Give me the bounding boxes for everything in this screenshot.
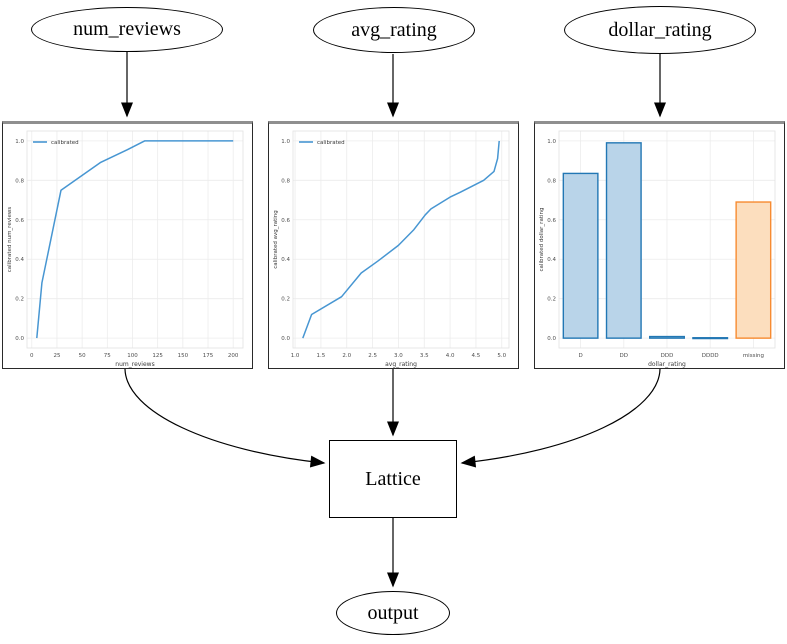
- node-lattice-label: Lattice: [365, 467, 421, 490]
- legend-label: calibrated: [317, 140, 345, 146]
- node-avg-rating: avg_rating: [313, 7, 475, 53]
- edge-calibrated-dollar-rating-to-lattice: [460, 368, 661, 468]
- legend-label: calibrated: [51, 140, 79, 146]
- x-tick-label: 3.0: [394, 353, 403, 359]
- y-tick-label: 1.0: [281, 139, 290, 145]
- y-axis-label: calibrated dollar_rating: [539, 208, 545, 272]
- calibration-plot-avg-rating: 0.0 0.2 0.4 0.6 0.8 1.0 1.0 1.5 2.0 2.5 3.0 3.5 4.0 4…: [268, 121, 519, 369]
- node-output: output: [336, 591, 450, 635]
- x-tick-label: 200: [228, 353, 239, 359]
- y-tick-label: 0.6: [15, 218, 24, 224]
- num-reviews-calibration-chart: 0.0 0.2 0.4 0.6 0.8 1.0 0 25 50 75 100 125 150 175 200…: [3, 124, 252, 368]
- series-line-calibrated: [36, 140, 234, 339]
- edge-calibrated-num-reviews-to-lattice: [124, 368, 326, 468]
- x-tick-label: 50: [79, 353, 86, 359]
- series-line-calibrated: [302, 140, 500, 339]
- bar-DD: [605, 142, 642, 339]
- x-tick-label: 4.5: [472, 353, 481, 359]
- x-tick-label: D: [578, 353, 582, 359]
- y-tick-label: 0.2: [547, 297, 556, 303]
- x-tick-label: 0: [30, 353, 34, 359]
- calibration-plot-num-reviews: 0.0 0.2 0.4 0.6 0.8 1.0 0 25 50 75 100 125 150 175 200…: [2, 121, 253, 369]
- x-tick-label: missing: [743, 353, 764, 359]
- bar-missing: [735, 201, 772, 339]
- x-tick-label: 125: [152, 353, 163, 359]
- x-tick-label: DD: [620, 353, 628, 359]
- x-axis-label: dollar_rating: [648, 361, 686, 368]
- x-tick-label: 175: [203, 353, 214, 359]
- bar-DDD: [649, 335, 685, 339]
- y-tick-label: 0.0: [15, 336, 24, 342]
- node-lattice: Lattice: [329, 440, 457, 518]
- x-tick-label: DDDD: [702, 353, 719, 359]
- y-tick-label: 0.8: [15, 178, 24, 184]
- axes-frame: [558, 130, 776, 349]
- y-tick-label: 0.2: [15, 297, 24, 303]
- y-tick-label: 0.6: [281, 218, 290, 224]
- node-num-reviews: num_reviews: [31, 7, 223, 52]
- x-tick-label: 75: [104, 353, 111, 359]
- x-axis-label: avg_rating: [385, 361, 417, 368]
- bar-D: [562, 172, 599, 339]
- x-tick-label: 1.0: [291, 353, 300, 359]
- x-tick-label: DDD: [661, 353, 674, 359]
- y-tick-label: 1.0: [547, 139, 556, 145]
- y-tick-label: 1.0: [15, 139, 24, 145]
- y-tick-label: 0.4: [15, 257, 24, 263]
- y-axis-label: calibrated num_reviews: [7, 207, 13, 273]
- x-tick-label: 5.0: [497, 353, 506, 359]
- y-tick-label: 0.6: [547, 218, 556, 224]
- bar-DDDD: [692, 337, 729, 340]
- x-tick-label: 150: [178, 353, 189, 359]
- y-tick-label: 0.8: [547, 178, 556, 184]
- x-tick-label: 3.5: [420, 353, 429, 359]
- y-tick-label: 0.8: [281, 178, 290, 184]
- x-tick-label: 1.5: [317, 353, 326, 359]
- x-tick-label: 25: [53, 353, 60, 359]
- x-tick-label: 100: [127, 353, 138, 359]
- x-axis-label: num_reviews: [115, 361, 154, 368]
- y-tick-label: 0.4: [281, 257, 290, 263]
- y-tick-label: 0.2: [281, 297, 290, 303]
- x-tick-label: 4.0: [446, 353, 455, 359]
- node-num-reviews-label: num_reviews: [73, 18, 181, 40]
- axes-frame: [292, 130, 510, 349]
- x-tick-label: 2.5: [368, 353, 377, 359]
- avg-rating-calibration-chart: 0.0 0.2 0.4 0.6 0.8 1.0 1.0 1.5 2.0 2.5 3.0 3.5 4.0 4…: [269, 124, 518, 368]
- node-output-label: output: [367, 601, 419, 624]
- y-tick-label: 0.0: [281, 336, 290, 342]
- axes-frame: [26, 130, 244, 349]
- y-tick-label: 0.0: [547, 336, 556, 342]
- node-dollar-rating-label: dollar_rating: [608, 18, 712, 41]
- x-tick-label: 2.0: [342, 353, 351, 359]
- y-axis-label: calibrated avg_rating: [273, 210, 279, 269]
- y-tick-label: 0.4: [547, 257, 556, 263]
- node-avg-rating-label: avg_rating: [351, 18, 437, 41]
- node-dollar-rating: dollar_rating: [564, 6, 756, 54]
